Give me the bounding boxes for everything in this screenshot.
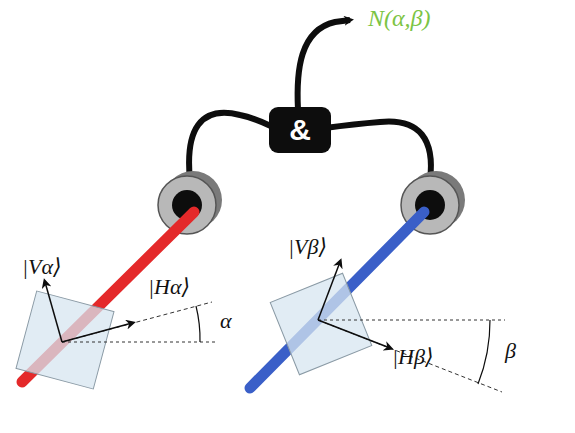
axis-line xyxy=(62,302,212,342)
count-label: N(α,β) xyxy=(368,6,431,30)
angle-arc xyxy=(478,320,490,384)
polarization-label: |Vα⟩ xyxy=(22,256,62,278)
reference-line xyxy=(318,320,505,321)
polarizer-plate xyxy=(270,273,372,375)
fiber-cable xyxy=(189,113,275,180)
v-arrow xyxy=(318,262,340,320)
polarization-label: |Hβ⟩ xyxy=(392,346,433,368)
h-arrow xyxy=(62,323,132,342)
v-arrow xyxy=(45,282,62,342)
axis-line xyxy=(318,320,502,392)
polarization-label: |Vβ⟩ xyxy=(288,236,327,258)
h-arrow xyxy=(318,320,390,348)
polarizer-plate xyxy=(16,291,114,389)
fiber-coupler xyxy=(158,171,222,234)
output-arrow xyxy=(298,20,350,110)
polarization-label: β xyxy=(505,340,516,362)
fiber-cable xyxy=(325,122,431,180)
polarization-label: α xyxy=(220,310,232,332)
node-text: & xyxy=(289,115,311,145)
angle-arc xyxy=(196,306,200,342)
polarization-label: |Hα⟩ xyxy=(148,276,190,298)
reference-line xyxy=(62,342,215,343)
coincidence-box: & xyxy=(269,107,331,153)
